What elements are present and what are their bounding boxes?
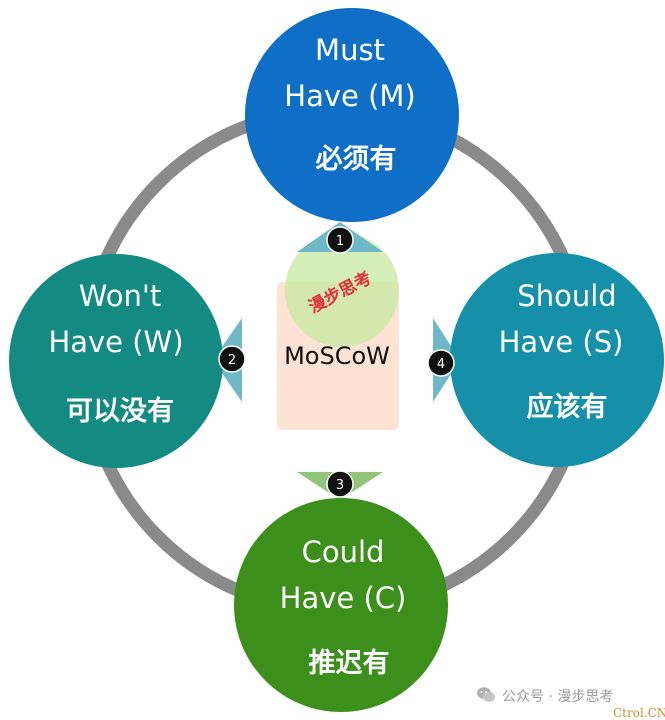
node-could-line1: Could [302,535,385,569]
node-wont-line1: Won't [79,279,161,313]
center-label: MoSCoW [284,342,390,370]
node-must-line1: Must [315,33,385,67]
badge-1-circle [326,226,354,254]
node-could: Could Have (C) 推迟有 [234,498,448,712]
badge-4-number: 4 [437,357,445,372]
center-circle [285,233,399,347]
node-must-line2: Have (M) [284,79,415,113]
node-must-zh: 必须有 [316,144,397,175]
node-wont-zh: 可以没有 [66,396,174,427]
node-must: Must Have (M) 必须有 [245,8,459,222]
node-wont-line2: Have (W) [48,325,183,359]
node-wont: Won't Have (W) 可以没有 [9,254,223,468]
node-should-line1: Should [517,279,616,313]
badge-4: 4 [427,349,455,377]
node-could-circle [234,498,448,712]
badge-2-circle [218,345,246,373]
node-should: Should Have (S) 应该有 [450,253,664,467]
badge-2: 2 [218,345,246,373]
node-wont-circle [9,254,223,468]
wechat-icon [477,687,495,702]
node-should-zh: 应该有 [527,391,608,423]
badge-3-circle [326,470,354,498]
badge-1-number: 1 [336,234,344,249]
badge-4-circle [427,349,455,377]
node-must-circle [245,8,459,222]
node-should-line2: Have (S) [499,325,624,359]
node-should-circle [450,253,664,467]
badge-2-number: 2 [228,353,236,368]
badge-3: 3 [326,470,354,498]
badge-3-number: 3 [336,478,344,493]
node-could-zh: 推迟有 [309,648,390,679]
footer-account-text: 公众号 · 漫步思考 [502,689,614,705]
node-could-line2: Have (C) [280,581,407,615]
site-watermark: Ctrol.CN [613,706,665,720]
badge-1: 1 [326,226,354,254]
